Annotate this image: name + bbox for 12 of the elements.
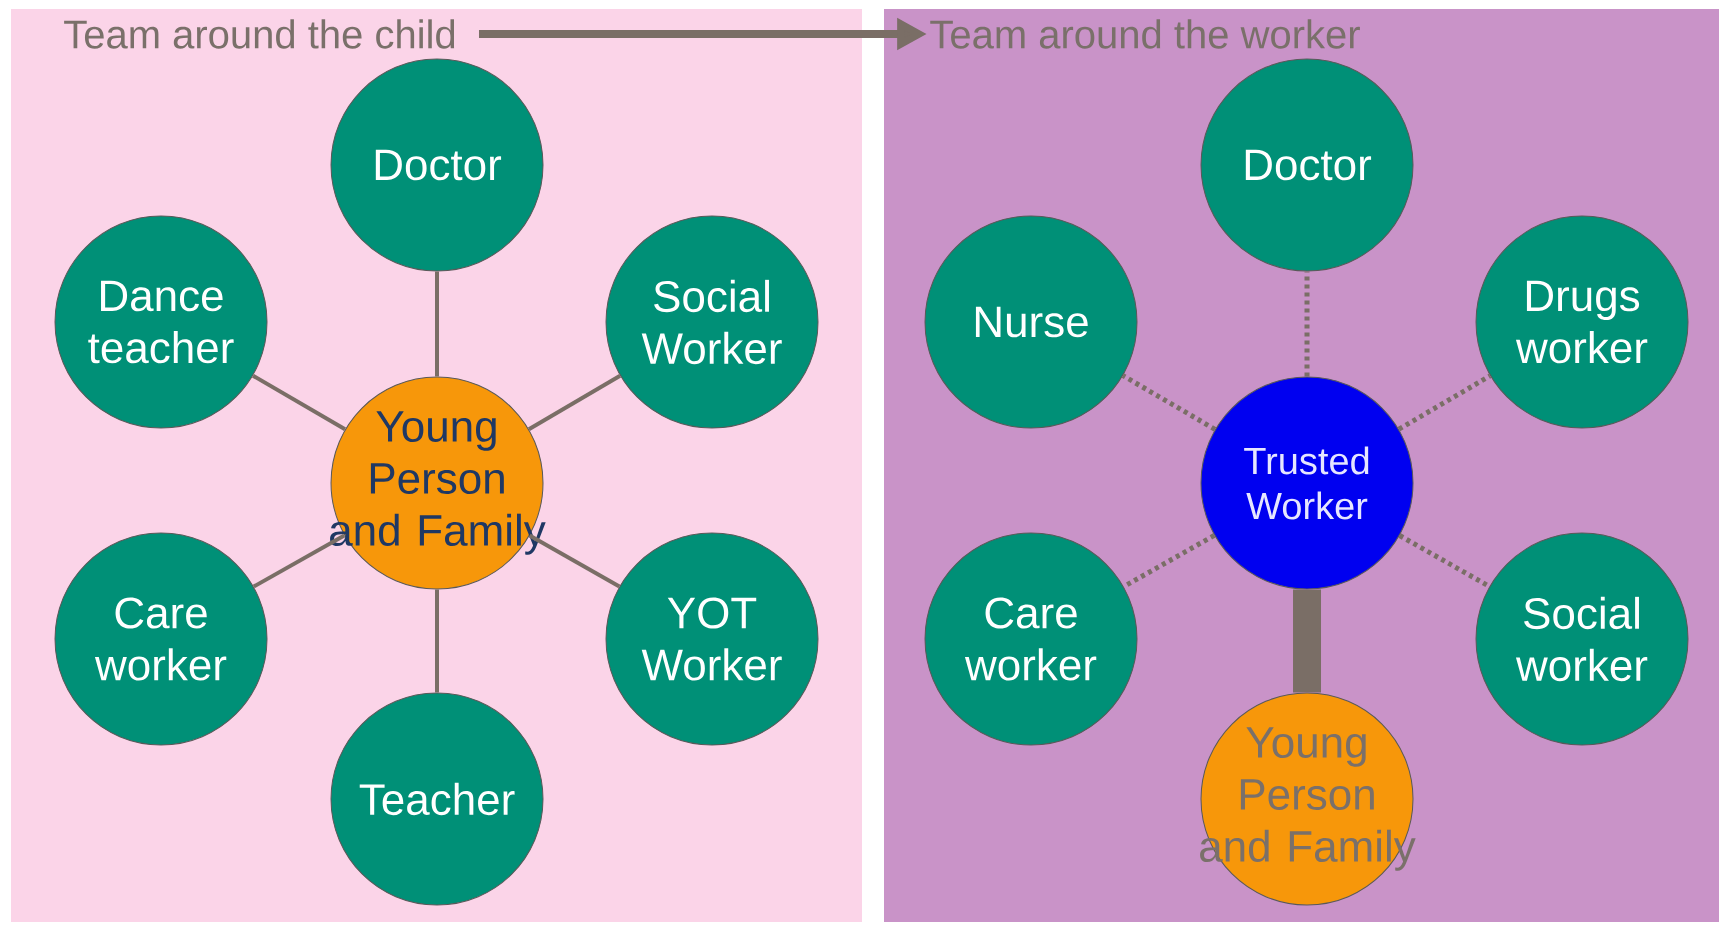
connector-line	[252, 373, 347, 432]
connector-line	[252, 533, 346, 589]
panel-title: Team around the worker	[930, 19, 1360, 49]
panel-title: Team around the child	[64, 19, 455, 49]
connector-line	[528, 533, 621, 589]
connector-line	[1121, 373, 1217, 432]
connector-line	[435, 271, 439, 377]
connector-line	[435, 589, 439, 693]
connector-line	[1304, 271, 1310, 377]
connector-line	[527, 374, 622, 431]
connector-line	[1397, 373, 1492, 432]
connector-line	[1293, 589, 1321, 693]
